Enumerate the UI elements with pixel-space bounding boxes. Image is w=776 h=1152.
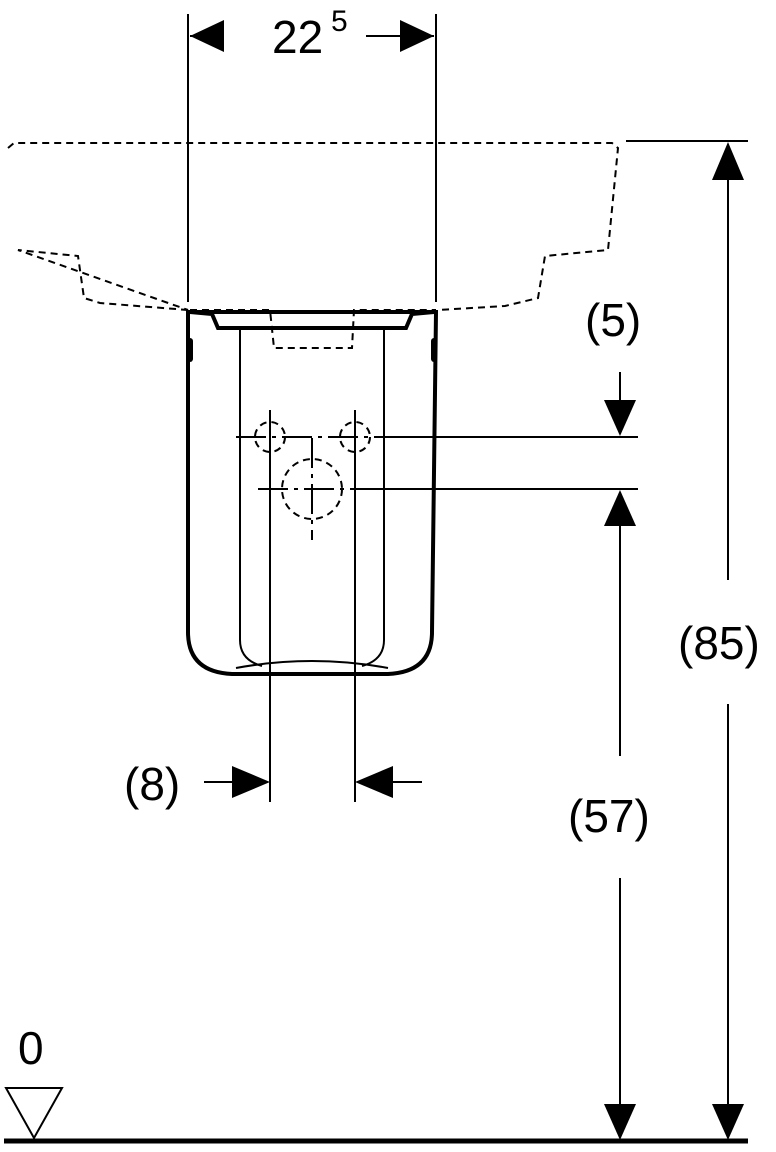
arrow-offset-down <box>604 400 636 436</box>
pedestal-outline <box>186 310 439 676</box>
arrow-total-height-down <box>712 1104 744 1140</box>
inner-bottom <box>235 660 389 669</box>
arrow-top-left <box>190 20 224 52</box>
arrow-total-height-up <box>712 142 744 180</box>
inner-wall-right <box>361 330 385 667</box>
offset-label: (5) <box>585 294 641 346</box>
total-height-label: (85) <box>678 617 760 669</box>
arrow-spacing-left <box>355 766 393 798</box>
top-recess-hidden <box>190 309 436 349</box>
floor-level-label: 0 <box>18 1022 44 1074</box>
pipe-height-label: (57) <box>568 790 650 842</box>
arrow-pipe-height-up <box>604 490 636 526</box>
floor-level-triangle <box>4 1087 64 1141</box>
top-width-label: 22 <box>272 11 323 63</box>
spacing-label: (8) <box>124 758 180 810</box>
left-clip <box>187 338 193 362</box>
arrow-spacing-right <box>232 766 270 798</box>
inner-wall-left <box>239 330 263 667</box>
arrow-pipe-height-down <box>604 1104 636 1140</box>
right-clip <box>431 338 437 362</box>
pedestal-top-recess <box>189 310 435 330</box>
arrow-top-right <box>400 20 434 52</box>
right-pipe-hole <box>339 421 371 453</box>
top-width-superscript: 5 <box>331 5 348 38</box>
basin-outline <box>7 142 620 311</box>
